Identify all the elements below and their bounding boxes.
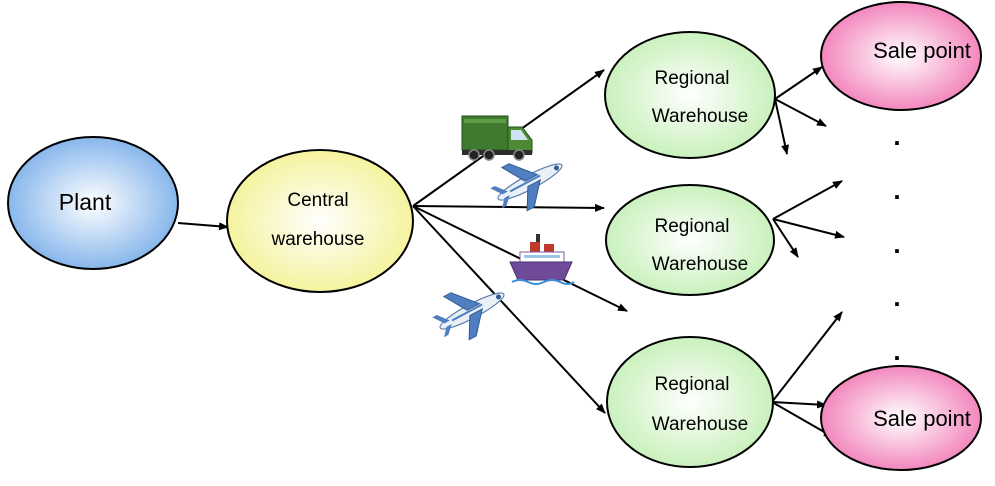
- arrow-regional-1-out-b: [774, 98, 789, 155]
- arrow-central-to-regional-3: [412, 205, 606, 414]
- arrow-regional-2-out-a: [772, 180, 843, 220]
- ellipsis-dot: .: [893, 282, 900, 312]
- arrow-regional-2-out-b: [772, 218, 845, 239]
- regional-warehouse-label-line2: Warehouse: [652, 254, 748, 275]
- ship-icon: [509, 234, 575, 285]
- central-warehouse-label-line2: warehouse: [271, 229, 365, 250]
- sale-point-node: Sale point: [820, 1, 982, 111]
- arrow-regional-1-to-sale-1: [774, 66, 823, 100]
- arrow-regional-3-to-sale-2: [771, 400, 827, 409]
- central-warehouse-label-line1: Central: [287, 190, 348, 211]
- regional-warehouse-label-line1: Regional: [655, 216, 730, 237]
- airplane-icon: [432, 292, 505, 341]
- arrow-regional-1-out-a: [774, 98, 827, 127]
- central-warehouse-node: Central warehouse: [226, 149, 414, 293]
- arrow-plant-to-central: [177, 222, 229, 231]
- airplane-icon: [490, 163, 563, 212]
- ellipsis-dot: .: [893, 229, 900, 259]
- regional-warehouse-label-line2: Warehouse: [652, 106, 748, 127]
- truck-icon: [461, 115, 533, 161]
- regional-warehouse-node: Regional Warehouse: [604, 31, 776, 159]
- ellipsis-dot: .: [893, 336, 900, 366]
- vertical-ellipsis: . . . . .: [893, 121, 900, 366]
- regional-warehouse-label-line2: Warehouse: [652, 414, 748, 435]
- plant-node: Plant: [7, 136, 179, 270]
- regional-warehouse-node: Regional Warehouse: [605, 184, 775, 296]
- sale-point-label: Sale point: [873, 38, 971, 63]
- arrow-regional-3-out-a: [771, 311, 843, 403]
- regional-warehouse-label-line1: Regional: [655, 374, 730, 395]
- sale-point-node: Sale point: [820, 365, 982, 471]
- ellipsis-dot: .: [893, 121, 900, 151]
- plant-label: Plant: [59, 189, 112, 215]
- sale-point-label: Sale point: [873, 406, 971, 431]
- regional-warehouse-label-line1: Regional: [655, 68, 730, 89]
- arrow-central-to-regional-2: [412, 203, 605, 212]
- ellipsis-dot: .: [893, 175, 900, 205]
- regional-warehouse-node: Regional Warehouse: [606, 336, 774, 468]
- arrow-regional-2-out-c: [772, 218, 799, 258]
